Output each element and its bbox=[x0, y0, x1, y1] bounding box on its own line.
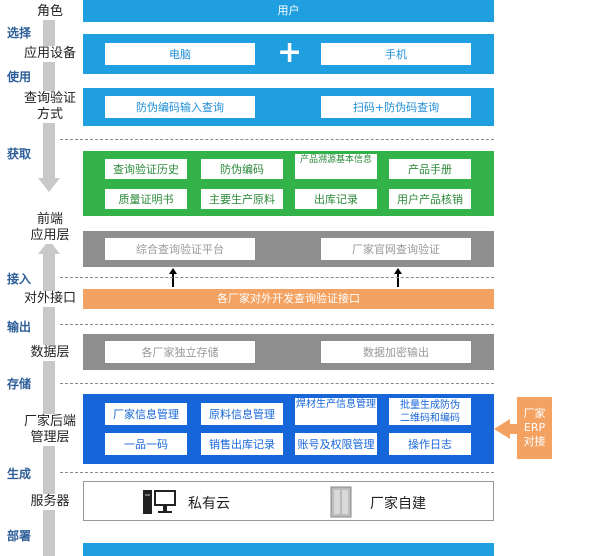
be-operation-log: 操作日志 bbox=[389, 433, 471, 455]
arrow-up-shaft-left bbox=[172, 273, 174, 287]
fe-trace-info: 产品溯源基本信息 bbox=[295, 154, 377, 179]
label-server: 服务器 bbox=[15, 494, 85, 510]
erp-arrow-shaft bbox=[509, 424, 517, 434]
backend-band: 厂家信息管理 原料信息管理 焊材生产信息管理 批量生成防伪 二维码和编码 一品一… bbox=[83, 394, 494, 464]
device-band: 电脑 + 手机 bbox=[83, 34, 494, 74]
connector-fetch: 获取 bbox=[6, 147, 31, 161]
connector-use: 使用 bbox=[6, 70, 31, 84]
server-band: 私有云 厂家自建 bbox=[83, 481, 494, 521]
device-phone: 手机 bbox=[321, 43, 471, 65]
arrow-up-icon-left bbox=[169, 268, 177, 274]
server-rack-icon bbox=[330, 486, 352, 518]
divider-3 bbox=[60, 324, 494, 325]
label-verify-method: 查询验证 方式 bbox=[15, 91, 85, 123]
divider-1 bbox=[60, 139, 494, 140]
arrow-up-icon-right bbox=[394, 268, 402, 274]
api-band: 各厂家对外开发查询验证接口 bbox=[83, 289, 494, 309]
erp-box: 厂家 ERP 对接 bbox=[517, 397, 552, 459]
be-account-permission: 账号及权限管理 bbox=[295, 433, 377, 455]
label-api: 对外接口 bbox=[15, 291, 85, 307]
flow-arrow-shaft-bottom bbox=[43, 252, 55, 556]
divider-2 bbox=[60, 277, 494, 278]
fe-official-site-query: 厂家官网查询验证 bbox=[321, 238, 471, 260]
bottom-band-partial bbox=[83, 543, 494, 556]
verify-code-input: 防伪编码输入查询 bbox=[105, 96, 255, 118]
frontend-gray-band: 综合查询验证平台 厂家官网查询验证 bbox=[83, 231, 494, 267]
connector-access: 接入 bbox=[6, 272, 31, 286]
be-batch-qrcode: 批量生成防伪 二维码和编码 bbox=[389, 398, 471, 425]
be-one-code-per-item: 一品一码 bbox=[105, 433, 187, 455]
connector-output: 输出 bbox=[6, 320, 31, 334]
label-device: 应用设备 bbox=[15, 46, 85, 62]
data-encrypted-output: 数据加密输出 bbox=[321, 341, 471, 363]
role-band: 用户 bbox=[83, 0, 494, 22]
plus-icon: + bbox=[277, 35, 303, 70]
connector-select: 选择 bbox=[6, 26, 31, 40]
role-band-label: 用户 bbox=[277, 4, 300, 17]
device-pc: 电脑 bbox=[105, 43, 255, 65]
divider-4 bbox=[60, 383, 494, 384]
be-vendor-info: 厂家信息管理 bbox=[105, 403, 187, 425]
verify-band: 防伪编码输入查询 扫码+防伪码查询 bbox=[83, 88, 494, 126]
data-independent-storage: 各厂家独立存储 bbox=[105, 341, 255, 363]
fe-query-platform: 综合查询验证平台 bbox=[105, 238, 255, 260]
fe-manual: 产品手册 bbox=[389, 159, 471, 179]
arrow-up-shaft-right bbox=[397, 273, 399, 287]
frontend-green-band: 查询验证历史 防伪编码 产品溯源基本信息 产品手册 质量证明书 主要生产原料 出… bbox=[83, 151, 494, 216]
api-band-label: 各厂家对外开发查询验证接口 bbox=[217, 292, 360, 305]
flow-arrow-head-down bbox=[38, 178, 60, 192]
label-role: 角色 bbox=[15, 4, 85, 20]
fe-quality-cert: 质量证明书 bbox=[105, 189, 187, 209]
connector-deploy: 部署 bbox=[6, 529, 31, 543]
label-frontend: 前端 应用层 bbox=[15, 212, 85, 244]
fe-query-history: 查询验证历史 bbox=[105, 159, 187, 179]
computer-icon bbox=[143, 490, 176, 514]
be-sales-outbound: 销售出库记录 bbox=[201, 433, 283, 455]
label-backend: 厂家后端 管理层 bbox=[15, 414, 85, 446]
erp-arrow-icon bbox=[494, 419, 510, 439]
be-production-info: 焊材生产信息管理 bbox=[295, 398, 377, 425]
server-private-cloud: 私有云 bbox=[188, 496, 230, 512]
fe-outbound-record: 出库记录 bbox=[295, 189, 377, 209]
label-data: 数据层 bbox=[15, 345, 85, 361]
verify-scan: 扫码+防伪码查询 bbox=[321, 96, 471, 118]
be-material-info: 原料信息管理 bbox=[201, 403, 283, 425]
fe-raw-materials: 主要生产原料 bbox=[201, 189, 283, 209]
fe-anticounterfeit-code: 防伪编码 bbox=[201, 159, 283, 179]
connector-store: 存储 bbox=[6, 377, 31, 391]
data-band: 各厂家独立存储 数据加密输出 bbox=[83, 334, 494, 370]
connector-generate: 生成 bbox=[6, 467, 31, 481]
server-self-built: 厂家自建 bbox=[370, 496, 426, 512]
divider-5 bbox=[60, 472, 494, 473]
fe-product-writeoff: 用户产品核销 bbox=[389, 189, 471, 209]
